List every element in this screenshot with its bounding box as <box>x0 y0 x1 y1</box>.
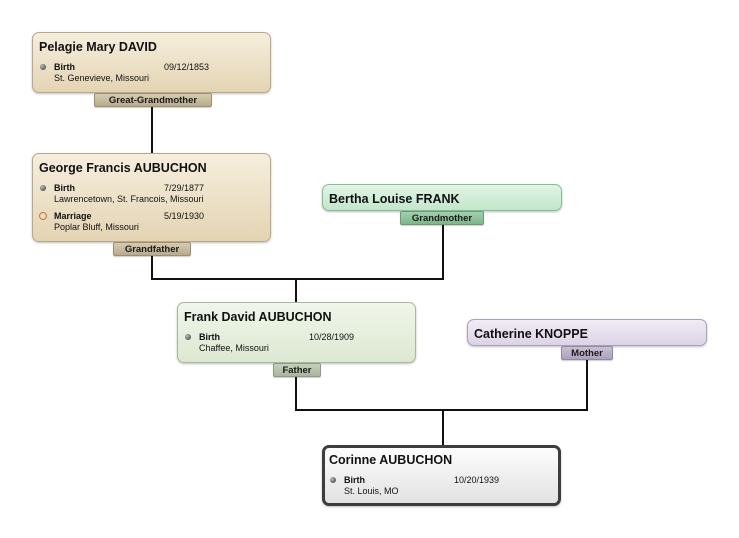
relation-label-mother: Mother <box>561 346 613 360</box>
event-birth: Birth 10/20/1939 St. Louis, MO <box>329 475 548 497</box>
person-name: Frank David AUBUCHON <box>184 310 332 324</box>
marriage-icon <box>39 212 47 220</box>
event-date: 5/19/1930 <box>164 211 205 221</box>
event-type: Birth <box>54 62 75 72</box>
event-type: Birth <box>199 332 220 342</box>
event-type: Marriage <box>54 211 92 221</box>
event-type: Birth <box>54 183 75 193</box>
person-card-focus[interactable]: Corinne AUBUCHON Birth 10/20/1939 St. Lo… <box>322 445 561 506</box>
person-card-mother[interactable]: Catherine KNOPPE <box>467 319 707 346</box>
event-date: 09/12/1853 <box>164 62 210 72</box>
person-card-great-grandmother[interactable]: Pelagie Mary DAVID Birth 09/12/1853 St. … <box>32 32 271 93</box>
relation-label-grandmother: Grandmother <box>400 211 484 225</box>
event-birth: Birth 09/12/1853 St. Genevieve, Missouri <box>39 62 260 84</box>
event-birth: Birth 7/29/1877 Lawrencetown, St. Franco… <box>39 183 260 205</box>
event-type: Birth <box>344 475 365 485</box>
person-name: Catherine KNOPPE <box>474 327 588 341</box>
event-date: 10/28/1909 <box>309 332 355 342</box>
person-card-father[interactable]: Frank David AUBUCHON Birth 10/28/1909 Ch… <box>177 302 416 363</box>
birth-icon <box>184 333 192 341</box>
person-name: George Francis AUBUCHON <box>39 161 207 175</box>
birth-icon <box>329 476 337 484</box>
person-name: Pelagie Mary DAVID <box>39 40 157 54</box>
event-place: Chaffee, Missouri <box>199 343 269 353</box>
birth-icon <box>39 184 47 192</box>
birth-icon <box>39 63 47 71</box>
connector-grandparents-to-father <box>151 225 444 303</box>
person-name: Corinne AUBUCHON <box>329 453 453 467</box>
person-card-grandfather[interactable]: George Francis AUBUCHON Birth 7/29/1877 … <box>32 153 271 242</box>
event-marriage: Marriage 5/19/1930 Poplar Bluff, Missour… <box>39 211 260 233</box>
event-birth: Birth 10/28/1909 Chaffee, Missouri <box>184 332 405 354</box>
person-name: Bertha Louise FRANK <box>329 192 460 206</box>
person-card-grandmother[interactable]: Bertha Louise FRANK <box>322 184 562 211</box>
relation-label-father: Father <box>273 363 321 377</box>
event-place: St. Genevieve, Missouri <box>54 73 150 83</box>
event-date: 7/29/1877 <box>164 183 205 193</box>
relation-label-grandfather: Grandfather <box>113 242 191 256</box>
event-date: 10/20/1939 <box>454 475 500 485</box>
event-place: St. Louis, MO <box>344 486 399 496</box>
event-place: Poplar Bluff, Missouri <box>54 222 139 232</box>
relation-label-great-grandmother: Great-Grandmother <box>94 93 212 107</box>
event-place: Lawrencetown, St. Francois, Missouri <box>54 194 204 204</box>
connector-parents-to-child <box>295 360 588 447</box>
